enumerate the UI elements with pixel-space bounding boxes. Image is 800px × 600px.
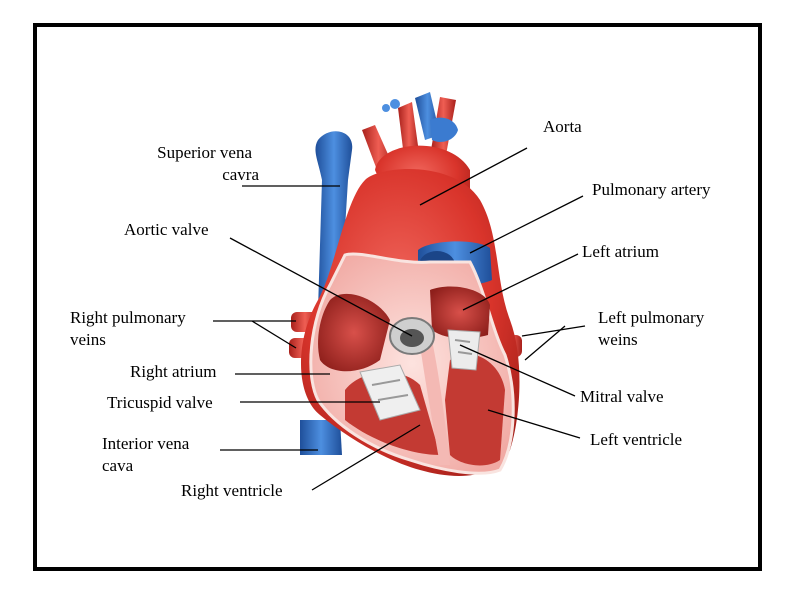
label-right-pulmonary-veins-1: Right pulmonary: [70, 308, 186, 327]
label-aortic-valve: Aortic valve: [124, 220, 209, 239]
label-superior-vena-cava-2: cavra: [222, 165, 259, 184]
label-interior-vena-cava-1: Interior vena: [102, 434, 190, 453]
mitral-valve: [447, 329, 481, 371]
tricuspid-valve: [359, 364, 421, 421]
label-left-ventricle: Left ventricle: [590, 430, 683, 449]
label-pulmonary-artery: Pulmonary artery: [592, 180, 711, 199]
label-tricuspid-valve: Tricuspid valve: [107, 393, 213, 412]
left-atrium-chamber: [430, 286, 490, 339]
label-superior-vena-cava-1: Superior vena: [157, 143, 252, 162]
label-left-pulmonary-veins-1: Left pulmonary: [598, 308, 705, 327]
label-left-atrium: Left atrium: [582, 242, 659, 261]
label-mitral-valve: Mitral valve: [580, 387, 664, 406]
right-atrium-chamber: [318, 293, 390, 372]
label-interior-vena-cava-2: cava: [102, 456, 134, 475]
leader-lines: [213, 147, 586, 491]
label-right-ventricle: Right ventricle: [181, 481, 283, 500]
superior-vena-cava: [315, 131, 353, 310]
septum: [420, 340, 450, 465]
label-right-atrium: Right atrium: [130, 362, 217, 381]
label-left-pulmonary-veins-2: weins: [598, 330, 638, 349]
label-right-pulmonary-veins-2: veins: [70, 330, 106, 349]
interior-vena-cava: [300, 420, 342, 455]
label-aorta: Aorta: [543, 117, 582, 136]
left-ventricle-chamber: [445, 354, 505, 466]
